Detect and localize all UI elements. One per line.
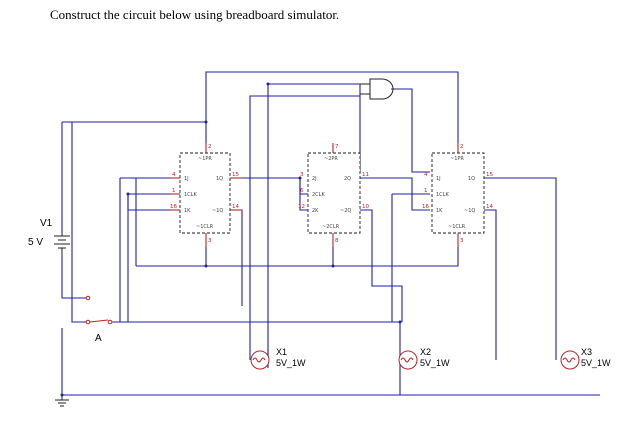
battery-v1: V1 5 V [28, 218, 70, 255]
ff3-pin-clr: 3 [460, 238, 464, 244]
ff2-pin-j: 3 [300, 172, 304, 178]
ff3-clk-label: 1CLK [436, 192, 449, 198]
ff2-clr-label: ~2CLR [322, 224, 340, 230]
source-value: 5 V [28, 237, 43, 248]
ff3-clr-label: ~1CLR [448, 224, 466, 230]
ff1-pin-pre: 2 [208, 144, 212, 150]
ff2-pin-qn: 10 [362, 204, 369, 210]
ground-symbol [55, 395, 69, 407]
ff2-pre-label: ~2PR [324, 156, 338, 162]
ff1-pin-clr: 3 [208, 238, 212, 244]
source-name: V1 [40, 218, 53, 229]
ff2-q-label: 2Q [344, 176, 351, 182]
lamp-x1-name: X1 [276, 347, 287, 357]
ff2-pin-k: 12 [298, 204, 305, 210]
ff1-clr-label: ~1CLR [196, 224, 214, 230]
ff3-pin-clk: 1 [424, 188, 428, 194]
ff3-qn-label: ~1Q [464, 208, 475, 214]
ff3-pin-q: 15 [486, 172, 493, 178]
ff1-qn-label: ~1Q [212, 208, 223, 214]
ff1-q-label: 1Q [216, 176, 223, 182]
ff3-pin-qn: 14 [486, 204, 493, 210]
lamp-x1-rating: 5V_1W [276, 358, 306, 368]
ff3-q-label: 1Q [468, 176, 475, 182]
ff2-j-label: 2J [312, 176, 317, 182]
ff1-j-label: 1J [184, 176, 189, 182]
ff1-pin-q: 15 [232, 172, 239, 178]
ff2-pin-clr: 8 [335, 238, 339, 244]
ff1-clk-label: 1CLK [184, 192, 197, 198]
junction-dots [60, 82, 402, 397]
jk-flipflop-1: ~1PR 1J 1CLK 1K 1Q ~1Q ~1CLR 2 4 1 16 15… [170, 143, 242, 247]
lamp-x3-rating: 5V_1W [581, 358, 611, 368]
ff3-pre-label: ~1PR [450, 156, 464, 162]
ff2-pin-pre: 7 [335, 144, 339, 150]
lamp-x2: X2 5V_1W [398, 347, 450, 370]
ff3-pin-j: 4 [424, 172, 428, 178]
jk-flipflop-3: ~1PR 1J 1CLK 1K 1Q ~1Q ~1CLR 2 4 1 16 15… [422, 143, 493, 247]
ff3-j-label: 1J [436, 176, 441, 182]
ff3-k-label: 1K [436, 208, 443, 214]
lamp-x2-rating: 5V_1W [420, 358, 450, 368]
ff1-k-label: 1K [184, 208, 191, 214]
ff2-pin-q: 11 [362, 172, 369, 178]
ff1-pin-clk: 1 [172, 188, 176, 194]
switch-a[interactable]: A [85, 295, 113, 344]
jk-flipflop-2: ~2PR 2J 2CLK 2K 2Q ~2Q ~2CLR 7 3 6 12 11… [298, 143, 369, 247]
ff2-qn-label: ~2Q [340, 208, 351, 214]
ff1-pin-k: 16 [170, 204, 177, 210]
wiring [61, 71, 600, 396]
ff2-k-label: 2K [312, 208, 319, 214]
lamp-x2-name: X2 [420, 347, 431, 357]
ff1-pin-j: 4 [172, 172, 176, 178]
ff2-clk-label: 2CLK [312, 192, 325, 198]
lamp-x3: X3 5V_1W [560, 347, 611, 370]
ff1-pre-label: ~1PR [198, 156, 212, 162]
and-gate [360, 78, 396, 100]
ff2-pin-clk: 6 [300, 188, 304, 194]
instruction-title: Construct the circuit below using breadb… [50, 7, 340, 22]
switch-label: A [95, 333, 102, 344]
lamp-x3-name: X3 [581, 347, 592, 357]
ff3-pin-pre: 2 [460, 144, 464, 150]
lamp-x1: X1 5V_1W [250, 347, 306, 370]
ff3-pin-k: 16 [422, 204, 429, 210]
ff1-pin-qn: 14 [232, 204, 239, 210]
